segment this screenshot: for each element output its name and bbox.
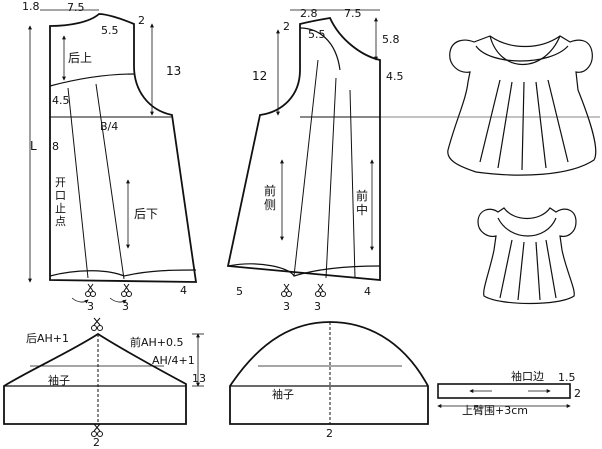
back-neck-width: 7.5 xyxy=(67,1,85,14)
cuff-height: 2 xyxy=(574,387,581,400)
front-side-label: 前 侧 xyxy=(264,183,276,212)
sleeve-left-dims xyxy=(192,333,204,387)
sleeve-back-ah: 后AH+1 xyxy=(26,332,69,345)
sleeve-left-height: 13 xyxy=(192,372,206,385)
back-bodice-outline xyxy=(49,13,198,283)
front-neck-width-a: 2.8 xyxy=(300,7,318,20)
back-yoke-line xyxy=(49,73,135,87)
front-shoulder-drop: 5.5 xyxy=(308,28,326,41)
cuff-width-label: 上臂围+3cm xyxy=(462,404,528,417)
opening-note: 开 口 止 点 xyxy=(55,176,66,228)
front-neck-width-b: 7.5 xyxy=(344,7,362,20)
sleeve-left xyxy=(3,332,187,425)
cuff-piece xyxy=(437,383,571,408)
front-neck-depth: 5.8 xyxy=(382,33,400,46)
back-bodice xyxy=(49,13,198,283)
scissors-icon xyxy=(85,283,96,297)
cuff-title: 袖口边 xyxy=(511,369,544,383)
sleeve-front-ah: 前AH+0.5 xyxy=(130,335,184,349)
back-shoulder-offset: 1.8 xyxy=(22,0,40,13)
garment-sketch-top xyxy=(447,35,597,176)
sleeve-left-bottom: 2 xyxy=(93,436,100,449)
sleeve-mid xyxy=(229,321,429,425)
back-hem-out: 4 xyxy=(180,284,187,297)
back-slash-2 xyxy=(95,83,125,280)
back-neck-drop: 2 xyxy=(138,14,145,27)
svg-text:中: 中 xyxy=(356,202,368,217)
front-bodice xyxy=(226,16,600,281)
svg-text:前: 前 xyxy=(356,188,368,203)
back-yoke-label: 后上 xyxy=(68,51,92,65)
front-slash-1 xyxy=(293,59,319,277)
sleeve-left-outline xyxy=(3,332,187,425)
garment-sketch-bottom xyxy=(477,207,577,305)
sleeve-mid-outline xyxy=(229,321,429,425)
cuff-seam: 1.5 xyxy=(558,371,576,384)
back-hem-curve xyxy=(49,269,197,277)
back-fold-spread-2: 3 xyxy=(122,300,129,313)
front-slash-3 xyxy=(349,89,356,279)
back-opening: 8 xyxy=(52,140,59,153)
scissors-icon xyxy=(281,283,292,297)
front-neck-drop: 2 xyxy=(283,20,290,33)
sleeve-ah-formula: AH/4+1 xyxy=(152,354,195,367)
back-bust-label: B/4 xyxy=(100,120,118,133)
front-slash-2 xyxy=(325,77,337,279)
svg-text:侧: 侧 xyxy=(264,198,276,212)
sleeve-mid-bottom: 2 xyxy=(326,427,333,440)
svg-text:开: 开 xyxy=(55,176,66,189)
scissors-icon xyxy=(315,283,326,297)
back-slash-1 xyxy=(67,87,89,279)
front-yoke-offset: 4.5 xyxy=(386,70,404,83)
front-center-label: 前 中 xyxy=(356,188,368,217)
front-bodice-outline xyxy=(226,16,381,281)
front-armhole-depth: 12 xyxy=(252,69,267,83)
front-hem-out-left: 5 xyxy=(236,285,243,298)
front-dimensions xyxy=(276,9,380,251)
scissors-icon xyxy=(91,423,103,437)
back-armhole-depth: 13 xyxy=(166,64,181,78)
back-waist-in: 4.5 xyxy=(52,94,70,107)
back-fold-spread-1: 3 xyxy=(87,300,94,313)
svg-text:止: 止 xyxy=(55,202,66,215)
sleeve-mid-label: 袖子 xyxy=(272,387,294,401)
svg-text:前: 前 xyxy=(264,183,276,198)
svg-text:点: 点 xyxy=(55,215,66,228)
svg-text:口: 口 xyxy=(55,189,66,202)
front-neck-inner xyxy=(299,27,341,71)
back-lower-label: 后下 xyxy=(134,207,158,221)
front-hem-out-right: 4 xyxy=(364,285,371,298)
sleeve-left-label: 袖子 xyxy=(48,373,70,387)
back-shoulder-drop: 5.5 xyxy=(101,24,119,37)
front-fold-spread-2: 3 xyxy=(314,300,321,313)
front-hem-curve xyxy=(227,263,381,277)
back-length-label: L xyxy=(30,139,37,153)
scissors-icon xyxy=(121,283,132,297)
scissors-icon xyxy=(91,317,103,331)
back-dimensions xyxy=(28,9,154,283)
front-fold-spread-1: 3 xyxy=(283,300,290,313)
